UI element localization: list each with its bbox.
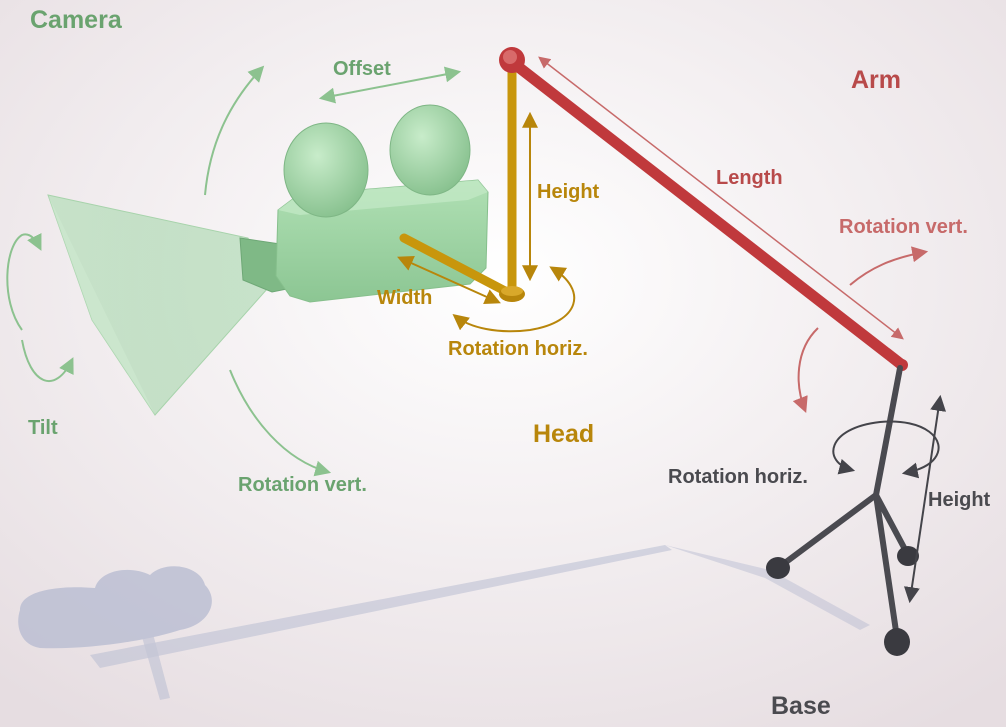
camera-rotation-arrow-lower	[229, 369, 332, 477]
head-rotation-horiz-label: Rotation horiz.	[448, 338, 588, 360]
camera-tilt-arrow-lower	[21, 339, 74, 382]
camera-reel-left	[283, 122, 369, 218]
camera-offset-label: Offset	[333, 58, 391, 80]
camera-offset-arrow	[318, 66, 462, 104]
arm-section-title: Arm	[851, 66, 902, 94]
camera-rotation-vert-label: Rotation vert.	[238, 474, 367, 496]
shadow	[18, 545, 870, 700]
head-width-label: Width	[377, 287, 433, 309]
base-height-arrow	[903, 394, 947, 604]
arm-length-arrow	[538, 56, 904, 340]
base-section-title: Base	[771, 692, 831, 720]
base-height-label: Height	[928, 489, 991, 511]
head-height-label: Height	[537, 181, 600, 203]
base-rotation-horiz-label: Rotation horiz.	[668, 466, 808, 488]
arm-rotation-arrow-upper	[849, 246, 929, 286]
camera-frustum	[47, 194, 269, 416]
camera-tilt-label: Tilt	[28, 417, 58, 439]
arm-rotation-arrow-lower	[792, 327, 819, 413]
camera-rotation-arrow-upper	[204, 65, 265, 196]
arm-rotation-vert-label: Rotation vert.	[839, 216, 968, 238]
camera-tilt-arrow-upper	[6, 232, 42, 331]
camera-section-title: Camera	[30, 6, 122, 34]
camera-reel-right	[389, 104, 471, 196]
arm-length-label: Length	[716, 167, 783, 189]
head-section-title: Head	[533, 420, 595, 448]
